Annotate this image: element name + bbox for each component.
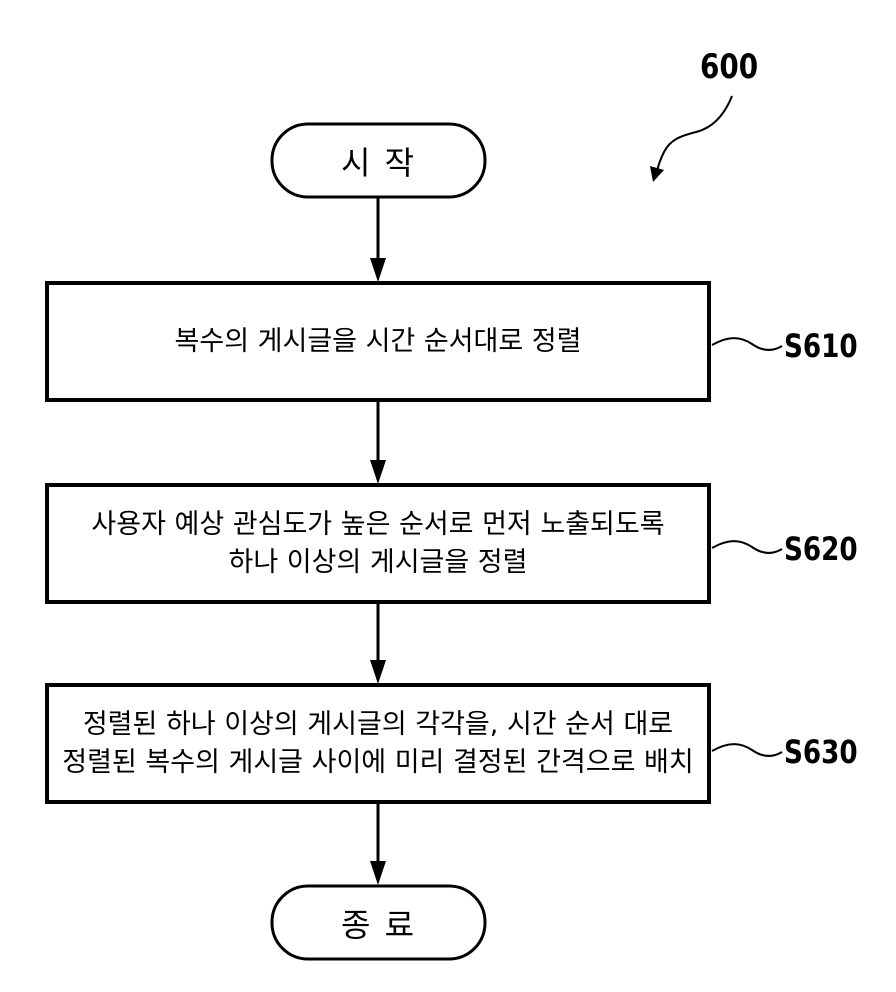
step-id-s620: S620 — [784, 530, 858, 568]
s610-line-1: 복수의 게시글을 시간 순서대로 정렬 — [174, 325, 582, 357]
arrowhead-s620 — [370, 460, 386, 484]
arrowhead-s610 — [370, 258, 386, 282]
s620-line-2: 하나 이상의 게시글을 정렬 — [228, 546, 528, 578]
process-text-s620: 사용자 예상 관심도가 높은 순서로 먼저 노출되도록 하나 이상의 게시글을 … — [47, 485, 709, 602]
process-text-s610: 복수의 게시글을 시간 순서대로 정렬 — [47, 283, 709, 400]
step-id-s610: S610 — [784, 327, 858, 365]
process-text-s630: 정렬된 하나 이상의 게시글의 각각을, 시간 순서 대로 정렬된 복수의 게시… — [47, 685, 709, 802]
figure-number: 600 — [700, 47, 759, 87]
end-terminal — [270, 884, 487, 961]
end-label: 종 료 — [340, 905, 417, 944]
s630-line-1: 정렬된 하나 이상의 게시글의 각각을, 시간 순서 대로 — [82, 708, 674, 740]
s620-line-1: 사용자 예상 관심도가 높은 순서로 먼저 노출되도록 — [91, 508, 665, 540]
arrowhead-s630 — [370, 660, 386, 684]
leader-s620 — [711, 540, 783, 554]
arrowhead-end — [370, 861, 386, 885]
start-label: 시 작 — [340, 143, 417, 182]
leader-s610 — [711, 337, 783, 351]
leader-s630 — [711, 743, 783, 757]
step-id-s630: S630 — [784, 733, 858, 771]
figure-reference-arrowhead — [650, 166, 664, 182]
figure-reference-arrow — [656, 95, 733, 173]
process-box-s610 — [45, 281, 711, 402]
s630-line-2: 정렬된 복수의 게시글 사이에 미리 결정된 간격으로 배치 — [62, 746, 694, 778]
process-box-s620 — [45, 483, 711, 604]
